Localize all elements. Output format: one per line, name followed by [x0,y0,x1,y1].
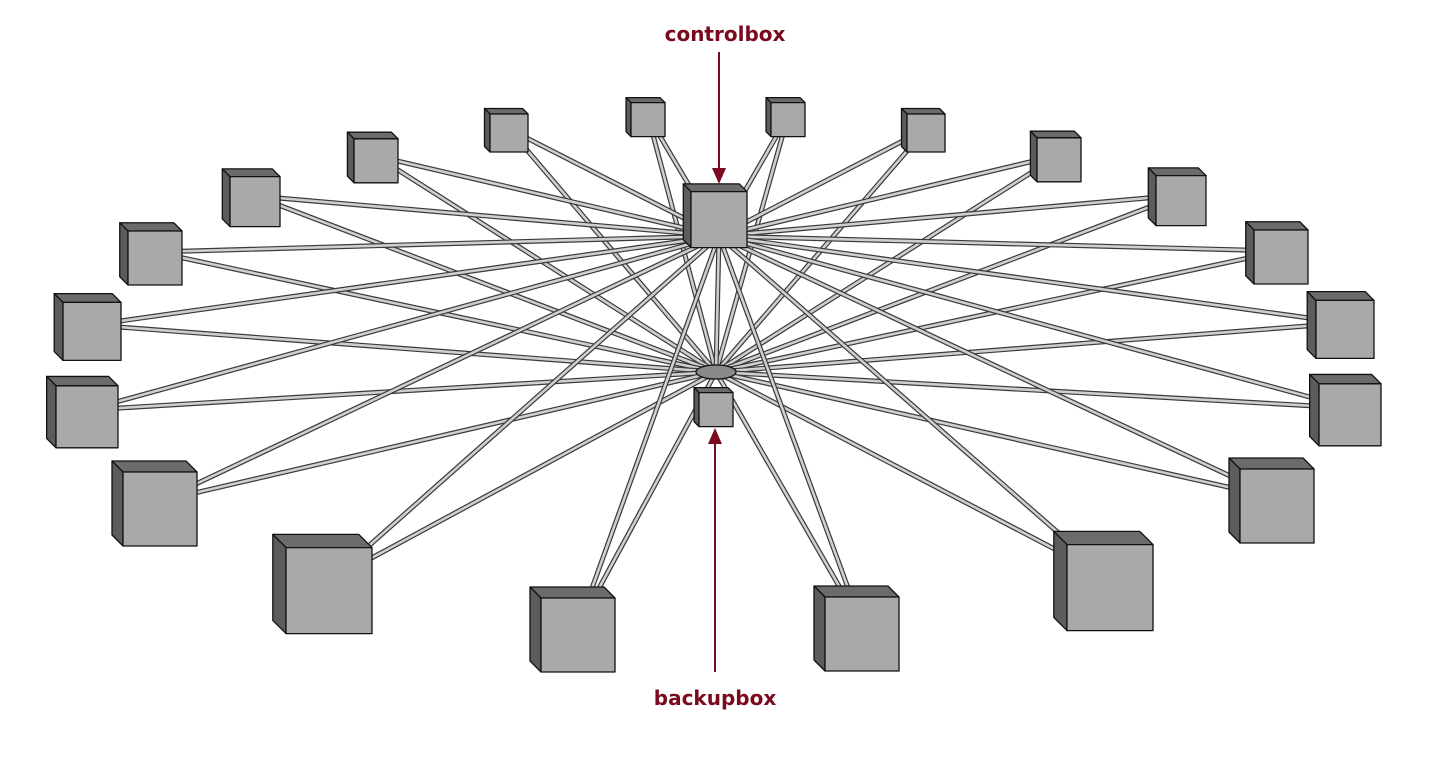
beam-to-controlbox-11 [89,233,722,328]
backupbox-label: backupbox [654,686,777,710]
peripheral-box-10 [1245,221,1309,285]
backupbox-node [693,386,734,428]
peripheral-box-1 [625,97,666,138]
peripheral-box-9 [119,222,183,286]
peripheral-box-17 [272,533,373,635]
beam-to-backupbox-15 [157,369,719,504]
peripheral-box-19 [529,586,616,673]
peripheral-box-6 [1029,130,1082,183]
beam-to-backupbox-12 [713,320,1348,375]
controlbox-node [682,183,748,249]
beam-to-controlbox-9 [152,233,722,255]
peripheral-box-7 [221,168,281,228]
beam-to-backupbox-13 [84,369,719,413]
beam-to-backupbox-6 [713,152,1062,375]
beam-layer [84,113,1353,630]
beam-to-controlbox-5 [373,153,722,239]
beam-to-backupbox-8 [713,192,1184,375]
beam-to-controlbox-7 [252,193,722,239]
beam-to-controlbox-4 [716,126,929,239]
beam-to-controlbox-6 [716,152,1062,239]
beam-to-backupbox-5 [373,153,719,375]
callout-layer: controlbox backupbox [654,22,786,710]
peripheral-box-layer [46,97,1382,673]
backup-hub-disc [695,364,737,380]
beam-to-backupbox-19 [575,369,719,630]
peripheral-box-14 [1309,373,1382,447]
beam-to-controlbox-16 [716,233,1280,501]
peripheral-box-16 [1228,457,1315,544]
beam-to-backupbox-17 [326,369,719,584]
controlbox-label: controlbox [665,22,786,46]
beam-to-backupbox-7 [252,193,719,375]
beam-to-controlbox-18 [716,233,1113,581]
beam-spine [713,233,722,375]
peripheral-box-3 [483,107,529,153]
beam-to-backupbox-14 [713,369,1353,411]
beam-to-controlbox-15 [157,233,722,504]
beam-to-controlbox-19 [575,233,722,630]
controlbox-layer [682,183,748,249]
peripheral-box-11 [53,292,122,362]
peripheral-box-2 [765,97,806,138]
peripheral-box-13 [46,375,119,449]
beam-to-backupbox-16 [713,369,1280,501]
beam-to-backupbox-11 [89,322,719,375]
beam-to-controlbox-12 [716,233,1348,326]
backupbox-layer [693,364,737,428]
beam-to-controlbox-20 [716,233,865,629]
peripheral-box-20 [813,585,900,672]
beam-to-controlbox-10 [716,233,1284,254]
beam-to-controlbox-13 [84,233,722,413]
beam-to-controlbox-14 [716,233,1353,411]
beam-to-controlbox-8 [716,192,1184,239]
peripheral-box-8 [1147,167,1207,227]
peripheral-box-15 [111,460,198,547]
peripheral-box-4 [900,107,946,153]
peripheral-box-12 [1306,290,1375,360]
beam-to-backupbox-20 [713,369,865,629]
controlbox-pointer-arrowhead [712,168,726,184]
backupbox-pointer-arrowhead [708,428,722,444]
peripheral-box-18 [1053,530,1154,632]
peripheral-box-5 [346,131,399,184]
beam-to-controlbox-17 [326,233,722,584]
